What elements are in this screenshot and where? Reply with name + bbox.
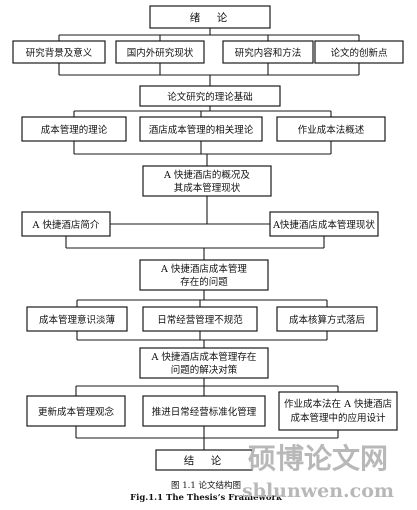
node-intro: 绪 论 (149, 5, 271, 29)
node-a-intro-label: A 快捷酒店简介 (32, 219, 100, 231)
node-a-intro: A 快捷酒店简介 (21, 211, 111, 237)
node-theory-basis: 论文研究的理论基础 (139, 85, 281, 107)
node-a-cost-status-label: A快捷酒店成本管理现状 (272, 219, 375, 231)
connectors (58, 28, 360, 450)
node-standardize-label: 推进日常经营标准化管理 (152, 406, 257, 418)
node-status-label: 国内外研究现状 (127, 47, 194, 59)
watermark-logo-text: 硕博论文网 (248, 442, 388, 475)
node-conclusion-label: 结 论 (184, 454, 225, 467)
node-a-problems-label-2: 存在的问题 (180, 276, 228, 288)
node-hotel-theory: 酒店成本管理的相关理论 (139, 116, 263, 142)
node-content-method: 研究内容和方法 (222, 40, 314, 64)
node-content-method-label: 研究内容和方法 (235, 47, 302, 59)
node-conclusion: 结 论 (155, 449, 253, 471)
node-irregular-ops: 日常经营管理不规范 (142, 306, 258, 332)
node-update-concept-label: 更新成本管理观念 (38, 406, 115, 418)
node-update-concept: 更新成本管理观念 (26, 395, 126, 427)
node-solutions-label-1: A 快捷酒店成本管理存在 (151, 351, 257, 363)
node-solutions-label-2: 问题的解决对策 (171, 364, 238, 376)
node-cost-theory-label: 成本管理的理论 (41, 124, 108, 136)
node-background-label: 研究背景及意义 (26, 47, 93, 59)
node-abc-overview: 作业成本法概述 (276, 116, 386, 142)
node-abc-app-label-1: 作业成本法在 A 快捷酒店 (284, 398, 392, 410)
node-background: 研究背景及意义 (12, 40, 106, 64)
node-abc-app: 作业成本法在 A 快捷酒店 成本管理中的应用设计 (278, 391, 398, 431)
node-solutions: A 快捷酒店成本管理存在 问题的解决对策 (139, 347, 269, 379)
node-backward-calc: 成本核算方式落后 (276, 306, 378, 332)
node-weak-awareness-label: 成本管理意识淡薄 (39, 314, 116, 326)
node-a-problems: A 快捷酒店成本管理 存在的问题 (139, 259, 269, 291)
node-innovation: 论文的创新点 (314, 40, 404, 64)
node-intro-label: 绪 论 (190, 11, 231, 24)
node-a-overview-label-1: A 快捷酒店的概况及 (163, 169, 250, 181)
node-irregular-ops-label: 日常经营管理不规范 (157, 314, 243, 326)
node-a-problems-label-1: A 快捷酒店成本管理 (160, 263, 247, 275)
node-abc-app-label-2: 成本管理中的应用设计 (290, 412, 386, 424)
node-standardize: 推进日常经营标准化管理 (142, 395, 266, 427)
node-backward-calc-label: 成本核算方式落后 (289, 314, 366, 326)
figure-caption-zh: 图 1.1 论文结构图 (171, 480, 241, 491)
node-abc-overview-label: 作业成本法概述 (298, 124, 365, 136)
figure-caption-en: Fig.1.1 The Thesis’s Framework (130, 493, 283, 503)
watermark-logo-url: sblunwen.com (242, 480, 394, 502)
node-a-overview: A 快捷酒店的概况及 其成本管理现状 (142, 165, 272, 197)
node-innovation-label: 论文的创新点 (330, 47, 388, 59)
node-cost-theory: 成本管理的理论 (21, 116, 127, 142)
node-status: 国内外研究现状 (115, 40, 205, 64)
node-theory-basis-label: 论文研究的理论基础 (167, 91, 253, 103)
node-hotel-theory-label: 酒店成本管理的相关理论 (149, 124, 254, 136)
node-weak-awareness: 成本管理意识淡薄 (26, 306, 128, 332)
node-a-overview-label-2: 其成本管理现状 (174, 182, 241, 194)
node-a-cost-status: A快捷酒店成本管理现状 (269, 211, 379, 237)
